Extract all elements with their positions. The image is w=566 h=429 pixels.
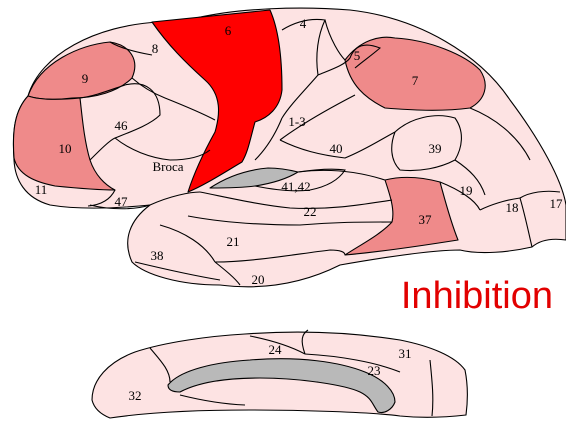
area-label: 1-3 <box>288 114 305 129</box>
area-label: Broca <box>152 159 183 174</box>
area-label: 41,42 <box>281 179 310 194</box>
area-label: 5 <box>354 48 361 63</box>
diagram-title: Inhibition <box>401 275 553 317</box>
area-label: 32 <box>129 388 142 403</box>
area-label: 6 <box>225 23 232 38</box>
area-label: 40 <box>330 141 343 156</box>
lateral-brain-view: 4 6 8 5 7 9 10 46 Broca 11 47 1-3 40 39 … <box>13 8 566 287</box>
area-label: 21 <box>227 234 240 249</box>
area-label: 31 <box>399 346 412 361</box>
area-label: 22 <box>304 204 317 219</box>
area-label: 19 <box>460 183 473 198</box>
area-label: 23 <box>368 363 381 378</box>
area-label: 18 <box>506 200 519 215</box>
area-label: 37 <box>419 212 433 227</box>
area-label: 39 <box>429 141 442 156</box>
area-label: 4 <box>300 16 307 31</box>
area-label: 8 <box>152 41 159 56</box>
area-label: 10 <box>59 141 72 156</box>
area-label: 24 <box>269 342 283 357</box>
area-label: 9 <box>82 71 89 86</box>
area-label: 7 <box>412 73 419 88</box>
area-label: 17 <box>550 196 564 211</box>
area-label: 20 <box>252 272 265 287</box>
medial-brain-view: 24 31 23 32 <box>92 330 467 418</box>
area-label: 11 <box>35 182 48 197</box>
area-label: 38 <box>151 248 164 263</box>
area-label: 47 <box>115 194 129 209</box>
area-label: 46 <box>115 118 129 133</box>
